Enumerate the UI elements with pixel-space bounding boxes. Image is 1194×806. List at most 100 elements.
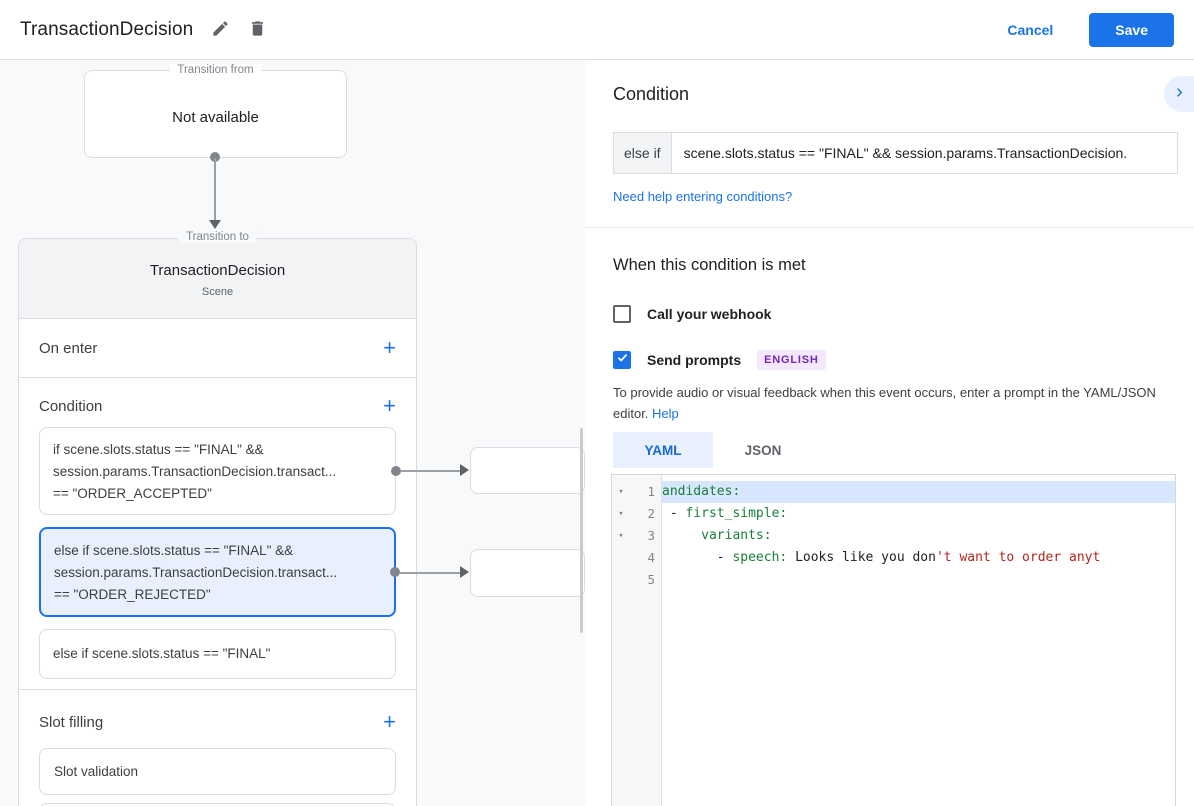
transition-from-legend: Transition from (169, 64, 262, 76)
cancel-button[interactable]: Cancel (1007, 21, 1054, 38)
save-button[interactable]: Save (1089, 12, 1174, 47)
line-number: 3 (647, 528, 655, 543)
when-met-title: When this condition is met (613, 256, 806, 274)
condition-card-line: session.params.TransactionDecision.trans… (54, 565, 338, 580)
plus-icon: + (383, 393, 396, 418)
line-number: 4 (647, 550, 655, 565)
plus-icon: + (383, 335, 396, 360)
help-link[interactable]: Help (652, 406, 679, 421)
transition-arrow-line (400, 572, 462, 574)
condition-card[interactable]: if scene.slots.status == "FINAL" && sess… (39, 427, 401, 515)
transition-to-legend: Transition to (178, 231, 257, 243)
condition-card-line: else if scene.slots.status == "FINAL" (53, 646, 271, 661)
add-slot-button[interactable]: + (383, 709, 396, 734)
condition-card-selected[interactable]: else if scene.slots.status == "FINAL" &&… (39, 527, 400, 617)
scene-title: TransactionDecision (149, 262, 286, 279)
description-text: To provide audio or visual feedback when… (613, 385, 1156, 421)
code-area[interactable]: andidates: - first_simple: variants: - s… (662, 475, 1175, 806)
panel-title: Condition (613, 84, 690, 104)
section-on-enter: On enter + (19, 319, 416, 378)
code-segment: speech: (732, 550, 788, 565)
condition-input[interactable] (670, 132, 1178, 174)
arrow-right-icon (460, 566, 469, 578)
section-divider (585, 227, 1194, 228)
transition-from-box: Transition from Not available (84, 64, 347, 158)
transition-from-content: Not available (172, 109, 259, 126)
condition-card-line: else if scene.slots.status == "FINAL" && (54, 543, 294, 558)
code-segment: andidates: (662, 484, 741, 499)
collapse-panel-button[interactable] (1164, 76, 1194, 112)
fold-arrow-icon[interactable]: ▾ (618, 531, 624, 541)
card-connector-dot (391, 466, 401, 476)
condition-card-line: == "ORDER_ACCEPTED" (53, 486, 212, 501)
code-segment: - (662, 506, 686, 521)
code-line: - speech: Looks like you don't want to o… (662, 547, 1175, 569)
edit-scene-button[interactable] (211, 19, 230, 41)
code-editor: ▾ 1 ▾ 2 ▾ 3 4 5 (611, 474, 1176, 806)
code-line: variants: (662, 525, 1175, 547)
code-line (662, 569, 1175, 591)
condition-card-line: session.params.TransactionDecision.trans… (53, 464, 337, 479)
tab-yaml[interactable]: YAML (613, 432, 713, 468)
webhook-checkbox[interactable] (613, 305, 631, 323)
condition-card-line: if scene.slots.status == "FINAL" && (53, 442, 264, 457)
delete-scene-button[interactable] (248, 19, 267, 41)
condition-expression-row: else if (613, 132, 1178, 174)
prompts-label: Send prompts (647, 352, 742, 368)
fold-arrow-icon[interactable]: ▾ (618, 487, 624, 497)
arrow-down-icon (209, 220, 221, 229)
trash-icon (248, 19, 267, 41)
transition-target-box[interactable] (470, 447, 585, 494)
code-line: - first_simple: (662, 503, 1175, 525)
prompts-checkbox[interactable] (613, 351, 631, 369)
line-number: 5 (647, 572, 655, 587)
chevron-right-icon (1173, 86, 1186, 102)
code-segment: - (662, 550, 733, 565)
webhook-label: Call your webhook (647, 306, 772, 322)
on-enter-label: On enter (39, 339, 98, 357)
plus-icon: + (383, 709, 396, 734)
scene-card: Transition to TransactionDecision Scene … (18, 231, 417, 806)
slot-validation-card[interactable]: Slot validation (39, 748, 396, 795)
language-badge: ENGLISH (757, 350, 826, 370)
transition-arrow-line (400, 470, 462, 472)
scene-flow-canvas: Transition from Not available Transition… (0, 60, 585, 806)
code-segment: 't want to order anyt (935, 550, 1101, 565)
add-on-enter-button[interactable]: + (383, 335, 396, 360)
slot-card-label: Slot validation (54, 764, 139, 779)
line-number: 1 (647, 484, 655, 499)
tab-json[interactable]: JSON (713, 432, 813, 468)
code-segment: variants: (701, 528, 772, 543)
top-bar: TransactionDecision Cancel Save (0, 0, 1194, 60)
condition-card-line: == "ORDER_REJECTED" (54, 587, 211, 602)
arrow-right-icon (460, 464, 469, 476)
code-segment: Looks like you don (787, 550, 936, 565)
line-number: 2 (647, 506, 655, 521)
card-connector-dot (390, 567, 400, 577)
condition-prefix-label: else if (613, 132, 671, 174)
add-condition-button[interactable]: + (383, 393, 396, 418)
condition-card[interactable]: else if scene.slots.status == "FINAL" (39, 629, 396, 679)
editor-tabs: YAML JSON (613, 432, 1194, 468)
fold-arrow-icon[interactable]: ▾ (618, 509, 624, 519)
section-condition: Condition + if scene.slots.status == "FI… (19, 378, 416, 690)
condition-section-label: Condition (39, 397, 103, 415)
prompts-description: To provide audio or visual feedback when… (613, 382, 1183, 424)
scene-subtitle: Scene (201, 286, 234, 298)
checkmark-icon (616, 351, 629, 369)
slot-filling-label: Slot filling (39, 713, 104, 731)
conditions-help-link[interactable]: Need help entering conditions? (613, 189, 793, 204)
connector-dot (210, 152, 220, 162)
pencil-icon (211, 19, 230, 41)
transition-target-box[interactable] (470, 549, 585, 597)
editor-gutter: ▾ 1 ▾ 2 ▾ 3 4 5 (612, 475, 662, 806)
canvas-scrollbar[interactable] (580, 428, 583, 633)
code-segment (662, 528, 701, 543)
code-line-active: andidates: (662, 481, 1175, 503)
send-prompts-row: Send prompts ENGLISH (613, 350, 1194, 370)
condition-detail-panel: Condition else if Need help entering con… (585, 60, 1194, 806)
code-segment: first_simple: (685, 506, 788, 521)
scene-card-header: TransactionDecision Scene (19, 239, 416, 319)
page-title: TransactionDecision (20, 18, 194, 40)
flow-connector-line (214, 158, 216, 220)
